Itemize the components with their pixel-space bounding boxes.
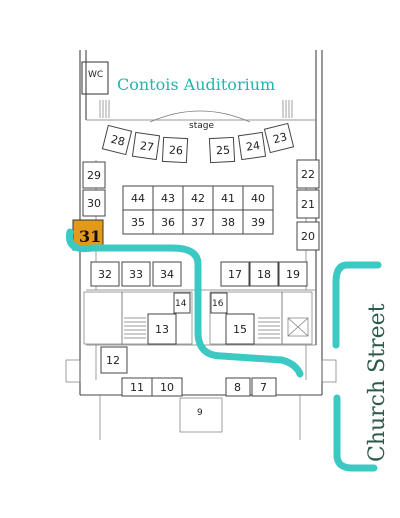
booth-8[interactable]: 8: [225, 377, 251, 397]
svg-text:25: 25: [216, 144, 231, 158]
right-stair-block: 16 15: [209, 291, 313, 345]
svg-text:21: 21: [301, 198, 315, 211]
svg-text:43: 43: [161, 192, 175, 205]
booth-36[interactable]: 36: [152, 209, 184, 235]
booth-29[interactable]: 29: [82, 161, 106, 189]
svg-text:15: 15: [233, 323, 247, 336]
hall-right-booths: 17 18 19: [220, 261, 308, 287]
booth-33[interactable]: 33: [121, 261, 151, 287]
stage-label: stage: [189, 121, 214, 131]
svg-text:9: 9: [197, 408, 203, 418]
booth-18[interactable]: 18: [249, 261, 279, 287]
booth-44[interactable]: 44: [122, 185, 154, 211]
booth-43[interactable]: 43: [152, 185, 184, 211]
svg-text:41: 41: [221, 192, 235, 205]
left-column-booths: 29 30: [82, 161, 106, 217]
booth-22[interactable]: 22: [296, 159, 320, 189]
booth-35[interactable]: 35: [122, 209, 154, 235]
svg-text:20: 20: [301, 230, 315, 243]
center-bottom-row: 35 36 37 38 39: [122, 209, 274, 235]
right-column-booths: 22 21 20: [296, 159, 320, 251]
svg-text:18: 18: [257, 268, 271, 281]
svg-text:24: 24: [245, 139, 261, 154]
booth-37[interactable]: 37: [182, 209, 214, 235]
booth-16[interactable]: 16: [210, 292, 228, 314]
booth-24[interactable]: 24: [237, 131, 267, 161]
street-label: Church Street: [365, 303, 390, 462]
svg-text:11: 11: [130, 381, 144, 394]
svg-text:36: 36: [161, 216, 175, 229]
booth-21[interactable]: 21: [296, 189, 320, 219]
svg-text:34: 34: [160, 268, 174, 281]
building-walls: [65, 50, 337, 440]
map-title: Contois Auditorium: [117, 75, 275, 94]
svg-text:13: 13: [155, 323, 169, 336]
stage-edge: [149, 110, 251, 123]
svg-text:19: 19: [286, 268, 300, 281]
center-top-row: 44 43 42 41 40: [122, 185, 274, 211]
booth-39[interactable]: 39: [242, 209, 274, 235]
svg-text:30: 30: [87, 197, 101, 210]
svg-text:40: 40: [251, 192, 265, 205]
booth-10[interactable]: 10: [151, 377, 183, 397]
svg-text:26: 26: [169, 144, 184, 158]
elevator-icon: [287, 317, 309, 337]
svg-text:35: 35: [131, 216, 145, 229]
hall-left-booths: 32 33 34: [90, 261, 182, 287]
svg-text:32: 32: [98, 268, 112, 281]
svg-text:31: 31: [79, 227, 101, 246]
route-path: [65, 228, 304, 378]
booth-15[interactable]: 15: [225, 313, 255, 345]
stage-right-booths: 25 24 23: [208, 122, 295, 164]
svg-text:12: 12: [106, 354, 120, 367]
street-bracket-top: [332, 261, 382, 349]
booth-17[interactable]: 17: [220, 261, 250, 287]
svg-text:33: 33: [129, 268, 143, 281]
svg-text:29: 29: [87, 169, 101, 182]
svg-text:27: 27: [139, 139, 155, 154]
booth-26[interactable]: 26: [161, 136, 189, 164]
svg-text:16: 16: [212, 299, 224, 309]
booth-32[interactable]: 32: [90, 261, 120, 287]
svg-text:17: 17: [228, 268, 242, 281]
booth-40[interactable]: 40: [242, 185, 274, 211]
booth-7[interactable]: 7: [251, 377, 277, 397]
svg-text:22: 22: [301, 168, 315, 181]
booth-25[interactable]: 25: [208, 136, 236, 164]
svg-text:8: 8: [234, 381, 241, 394]
lobby-booths: 12 11 10 8 7 9: [100, 346, 277, 418]
street-bracket-bottom: [333, 394, 378, 472]
svg-text:23: 23: [272, 130, 289, 146]
booth-12[interactable]: 12: [100, 346, 128, 374]
booth-42[interactable]: 42: [182, 185, 214, 211]
svg-text:28: 28: [109, 133, 126, 149]
left-stair-block: 14 13: [83, 291, 193, 345]
booth-19[interactable]: 19: [278, 261, 308, 287]
booth-11[interactable]: 11: [121, 377, 153, 397]
svg-text:38: 38: [221, 216, 235, 229]
booth-20[interactable]: 20: [296, 221, 320, 251]
svg-text:44: 44: [131, 192, 145, 205]
booth-27[interactable]: 27: [131, 131, 161, 161]
svg-text:42: 42: [191, 192, 205, 205]
svg-text:14: 14: [175, 299, 187, 309]
svg-text:39: 39: [251, 216, 265, 229]
booth-14[interactable]: 14: [173, 292, 191, 314]
booth-9: 9: [197, 408, 203, 418]
booth-23[interactable]: 23: [263, 122, 295, 154]
booth-34[interactable]: 34: [152, 261, 182, 287]
booth-38[interactable]: 38: [212, 209, 244, 235]
booth-28[interactable]: 28: [101, 124, 133, 156]
svg-text:37: 37: [191, 216, 205, 229]
svg-text:7: 7: [260, 381, 267, 394]
booth-41[interactable]: 41: [212, 185, 244, 211]
booth-30[interactable]: 30: [82, 189, 106, 217]
svg-text:10: 10: [160, 381, 174, 394]
booth-13[interactable]: 13: [147, 313, 177, 345]
wc-label: WC: [88, 70, 103, 80]
stage-left-booths: 28 27 26: [101, 124, 189, 164]
